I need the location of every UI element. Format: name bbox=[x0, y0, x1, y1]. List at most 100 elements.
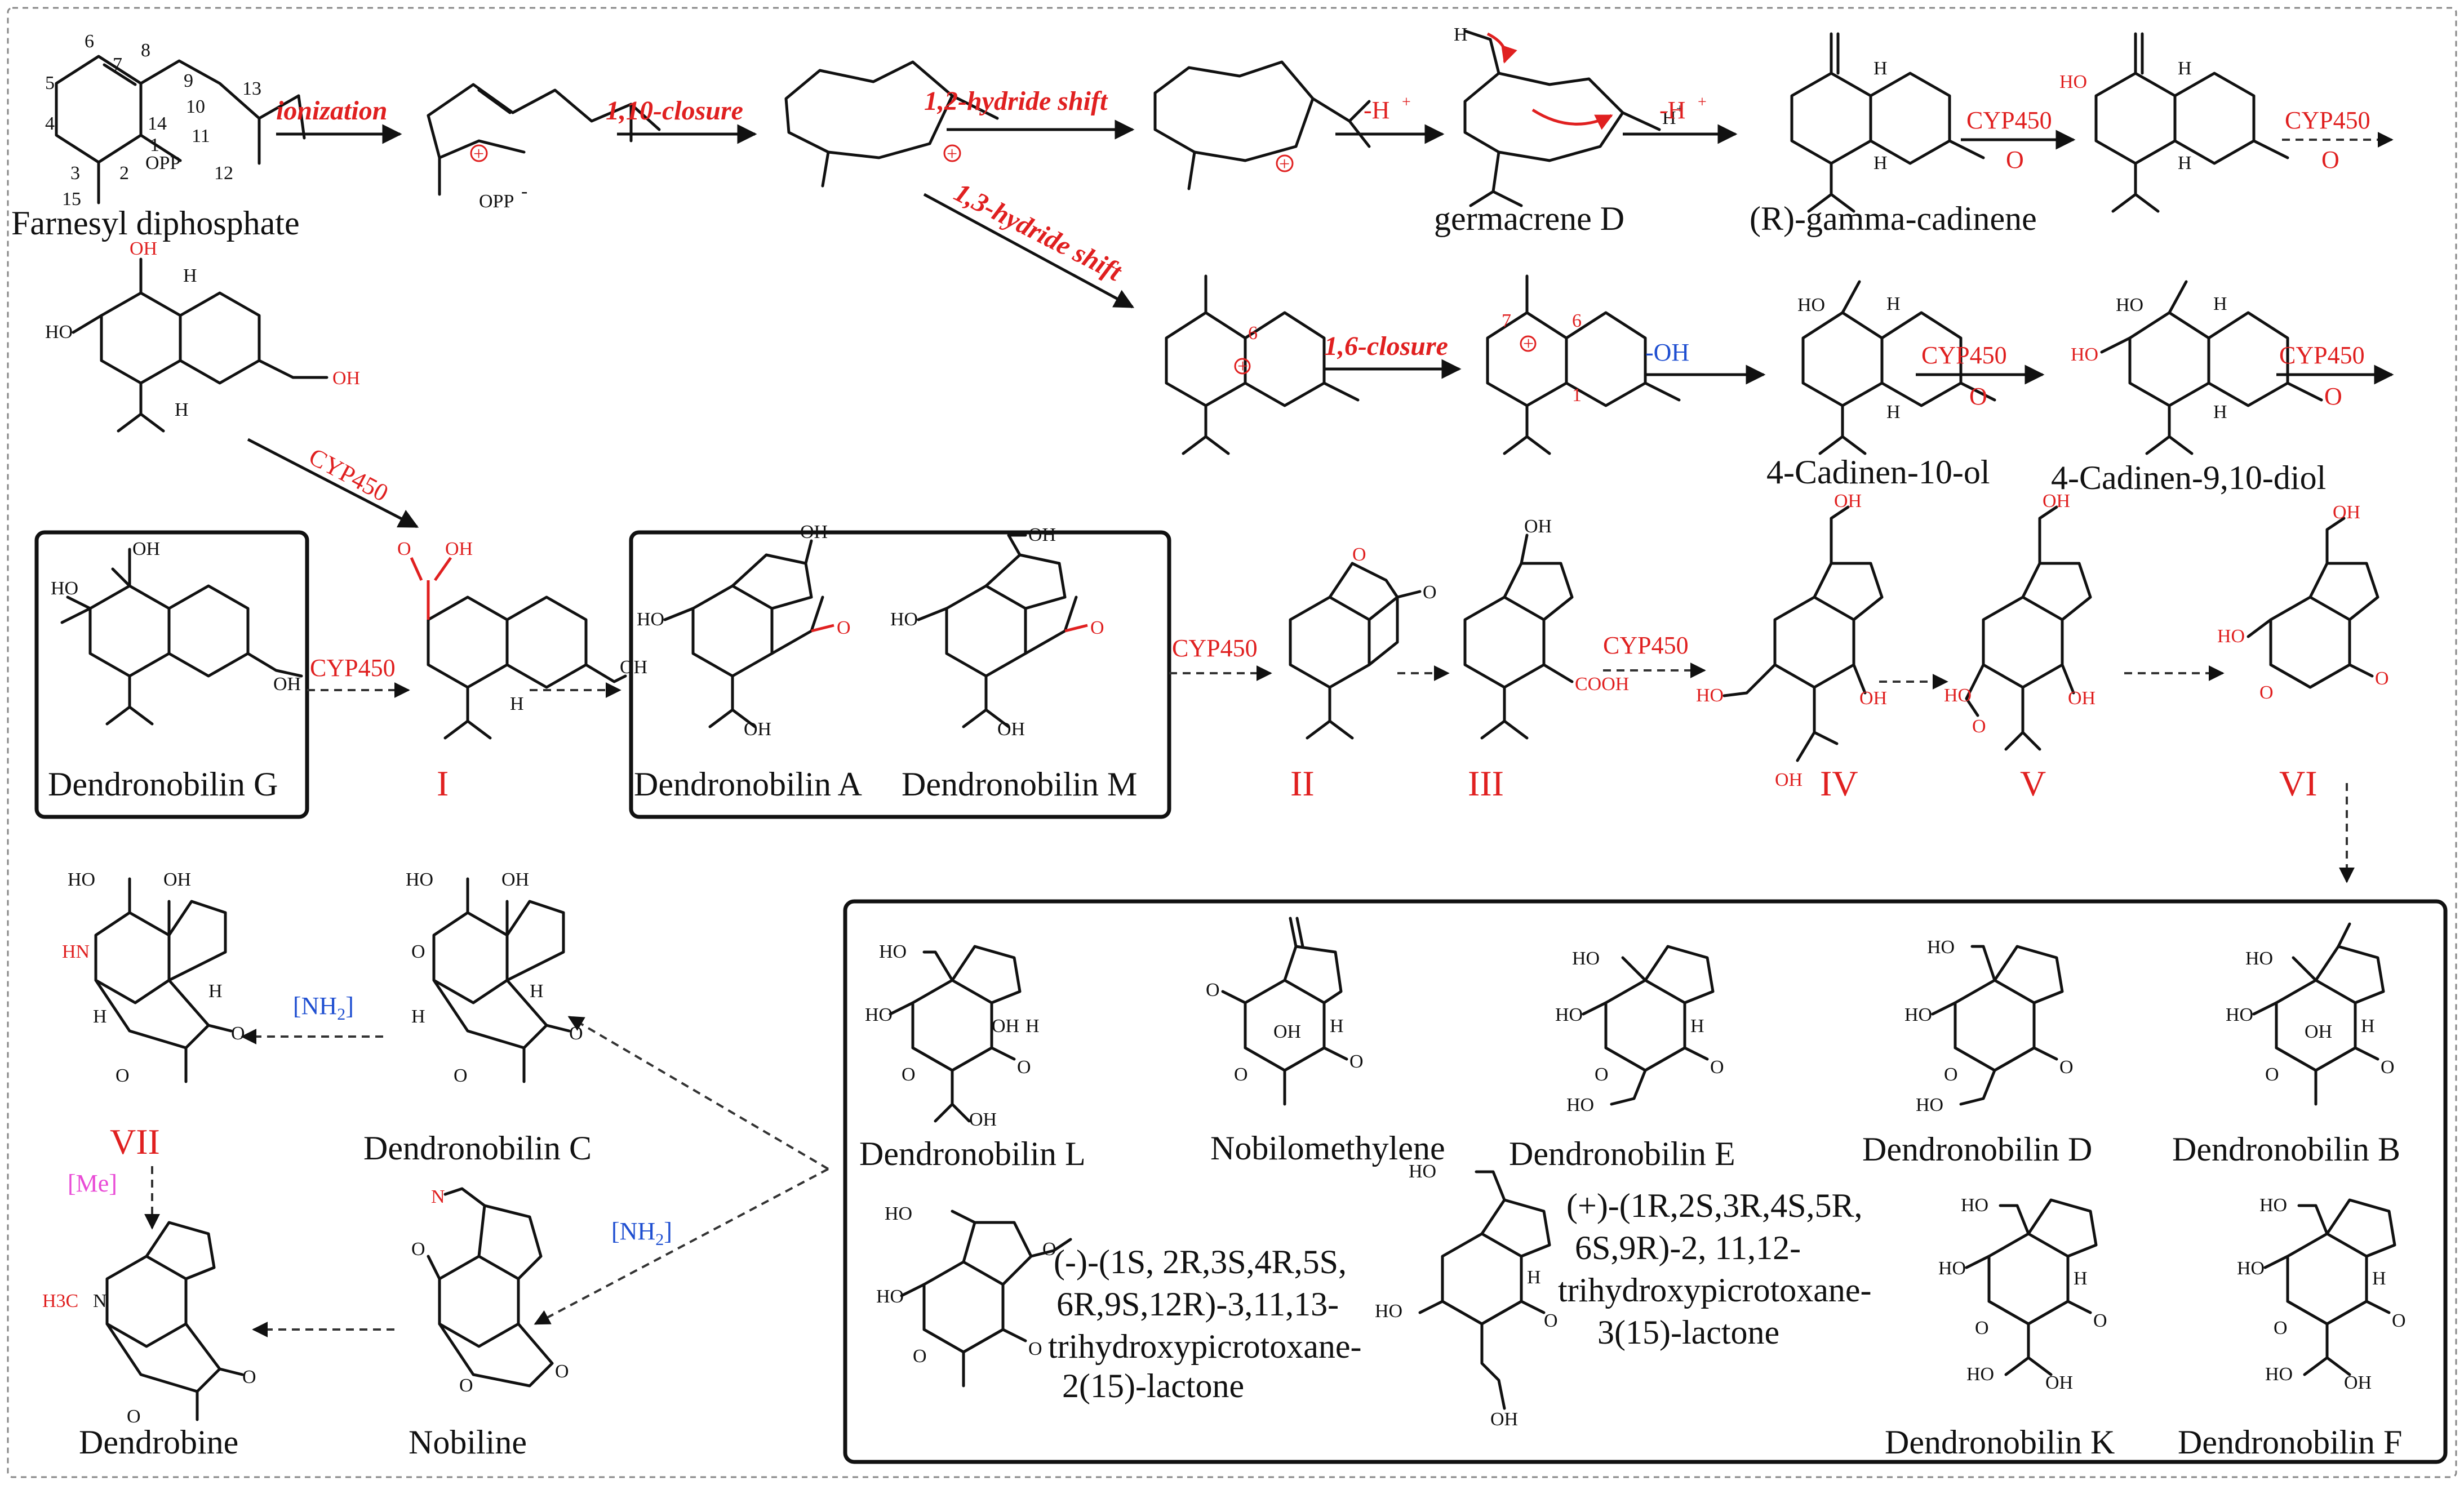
atom-label: OH bbox=[1490, 1409, 1518, 1430]
atom-label: H bbox=[1454, 24, 1468, 45]
oxygen-label: O bbox=[2324, 383, 2342, 410]
gamma-cadinene-structure: H H bbox=[1790, 32, 1985, 213]
c-num: 7 bbox=[113, 54, 122, 75]
atom-label: O bbox=[2093, 1310, 2107, 1331]
cyp450-label: CYP450 bbox=[1921, 341, 2007, 369]
cyp450-label: CYP450 bbox=[2279, 341, 2365, 369]
atom-label: O bbox=[454, 1065, 468, 1086]
atom-label: OH bbox=[2344, 1372, 2372, 1393]
atom-label: HO bbox=[876, 1286, 904, 1307]
atom-label: OH bbox=[620, 657, 647, 678]
atom-label: O bbox=[1017, 1057, 1031, 1078]
me-label: [Me] bbox=[68, 1170, 117, 1197]
atom-label: HO bbox=[406, 869, 433, 890]
atom-label: HO bbox=[2059, 72, 2087, 92]
cation-sign: + bbox=[947, 144, 957, 164]
atom-label: HO bbox=[865, 1004, 893, 1025]
atom-label: H bbox=[411, 1006, 425, 1027]
atom-label: O bbox=[1042, 1239, 1056, 1260]
dashed-arrow bbox=[534, 1168, 829, 1325]
atom-label: HO bbox=[885, 1203, 912, 1224]
nobilomethylene-structure: O OH H O O bbox=[1206, 917, 1364, 1106]
atom-label: O bbox=[231, 1023, 245, 1044]
picrotoxane-plus-structure: HO HO H O OH bbox=[1375, 1161, 1558, 1430]
picrotoxane-plus-label: 6S,9R)-2, 11,12- bbox=[1575, 1229, 1801, 1266]
atom-label: HO bbox=[2217, 626, 2245, 647]
atom-label: + bbox=[1676, 101, 1683, 115]
c-num: 1 bbox=[150, 135, 159, 155]
nh2-label: [NH2] bbox=[293, 992, 354, 1024]
compound-ii-structure: O O bbox=[1289, 544, 1437, 740]
atom-label: H bbox=[1873, 153, 1888, 174]
cadinen-10-ol-label: 4-Cadinen-10-ol bbox=[1766, 453, 1990, 491]
atom-label: O bbox=[411, 941, 425, 962]
dendronobilin-am-box bbox=[629, 530, 1171, 819]
atom-label: HO bbox=[2116, 295, 2143, 315]
closure-1-6-label: 1,6-closure bbox=[1324, 331, 1448, 361]
dendronobilin-k-structure: HO HO H O O HO OH bbox=[1938, 1195, 2107, 1393]
atom-label: H bbox=[175, 399, 189, 420]
atom-label: HO bbox=[2237, 1258, 2265, 1279]
atom-label: O bbox=[127, 1406, 141, 1427]
dendronobilin-l-structure: HO HO OH H O O OH bbox=[865, 941, 1040, 1130]
atom-label: OH bbox=[501, 869, 529, 890]
atom-label: O bbox=[1028, 1339, 1042, 1359]
atom-label: H bbox=[2074, 1268, 2088, 1289]
atom-label: HO bbox=[1961, 1195, 1988, 1216]
dendronobilin-e-label: Dendronobilin E bbox=[1509, 1135, 1735, 1172]
atom-label: O bbox=[2392, 1310, 2406, 1331]
hydride-1-2-label: 1,2-hydride shift bbox=[924, 86, 1108, 116]
atom-label: H bbox=[2213, 402, 2227, 423]
dendronobilin-m-structure: OH HO O OH bbox=[890, 524, 1104, 740]
compound-ii-label: II bbox=[1290, 763, 1315, 803]
atom-label: COOH bbox=[1575, 674, 1629, 695]
atom-label: OH bbox=[445, 539, 473, 559]
cadinanyl-cation-structure: 6 + bbox=[1165, 274, 1360, 455]
compound-v-label: V bbox=[2020, 763, 2046, 803]
atom-label: O bbox=[1349, 1051, 1364, 1072]
atom-label: OH bbox=[1775, 770, 1803, 790]
atom-label: - bbox=[521, 181, 527, 202]
atom-label: HO bbox=[2226, 1004, 2253, 1025]
oxygen-label: O bbox=[2006, 146, 2024, 174]
atom-label: O bbox=[1710, 1057, 1724, 1078]
atom-label: 6 bbox=[1248, 323, 1258, 344]
cadinen-diol-label: 4-Cadinen-9,10-diol bbox=[2051, 459, 2326, 496]
atom-label: O bbox=[1595, 1064, 1609, 1085]
cyp450-diagonal-arrow bbox=[247, 438, 419, 528]
gamma-cadinene-label: (R)-gamma-cadinene bbox=[1750, 200, 2037, 237]
picrotoxane-plus-label: 3(15)-lactone bbox=[1597, 1314, 1779, 1351]
atom-label: O bbox=[2381, 1057, 2395, 1078]
atom-label: O bbox=[1423, 582, 1437, 603]
dendrobine-structure: H3C N O O bbox=[42, 1221, 256, 1427]
atom-label: OH bbox=[273, 674, 301, 695]
picrotoxane-minus-label: 6R,9S,12R)-3,11,13- bbox=[1056, 1286, 1339, 1323]
dendronobilin-e-structure: HO HO H O O HO bbox=[1555, 945, 1724, 1115]
atom-label: H bbox=[1662, 108, 1676, 128]
atom-label: OH bbox=[2305, 1021, 2332, 1042]
c-num: 5 bbox=[45, 73, 55, 94]
hydroxy-cadinene-structure: HO H H bbox=[2059, 32, 2289, 213]
atom-label: O bbox=[837, 617, 851, 638]
cation-sign: + bbox=[1279, 154, 1290, 175]
atom-label: HO bbox=[1927, 937, 1955, 958]
minus-oh-label: -OH bbox=[1645, 339, 1689, 366]
dendronobilin-l-label: Dendronobilin L bbox=[859, 1135, 1086, 1172]
atom-label: OH bbox=[1834, 491, 1862, 512]
cation-sign: + bbox=[473, 144, 484, 164]
atom-label: O bbox=[1234, 1064, 1248, 1085]
atom-label: H bbox=[1886, 294, 1901, 314]
atom-label: O bbox=[1352, 544, 1366, 565]
atom-label: HO bbox=[1938, 1258, 1966, 1279]
atom-label: H bbox=[1873, 58, 1888, 79]
cadinen-10-ol-structure: HO H H bbox=[1797, 280, 1996, 455]
atom-label: OH bbox=[1028, 524, 1056, 545]
atom-label: H3C bbox=[42, 1291, 78, 1311]
dendronobilin-k-label: Dendronobilin K bbox=[1885, 1424, 2115, 1461]
allylic-cation-structure: + OPP - bbox=[427, 83, 661, 212]
cation-sign: + bbox=[1237, 356, 1248, 377]
fpp-label: Farnesyl diphosphate bbox=[11, 204, 300, 242]
dendronobilin-d-structure: HO HO O O HO bbox=[1904, 937, 2074, 1115]
closure-1-10-label: 1,10-closure bbox=[606, 96, 743, 126]
